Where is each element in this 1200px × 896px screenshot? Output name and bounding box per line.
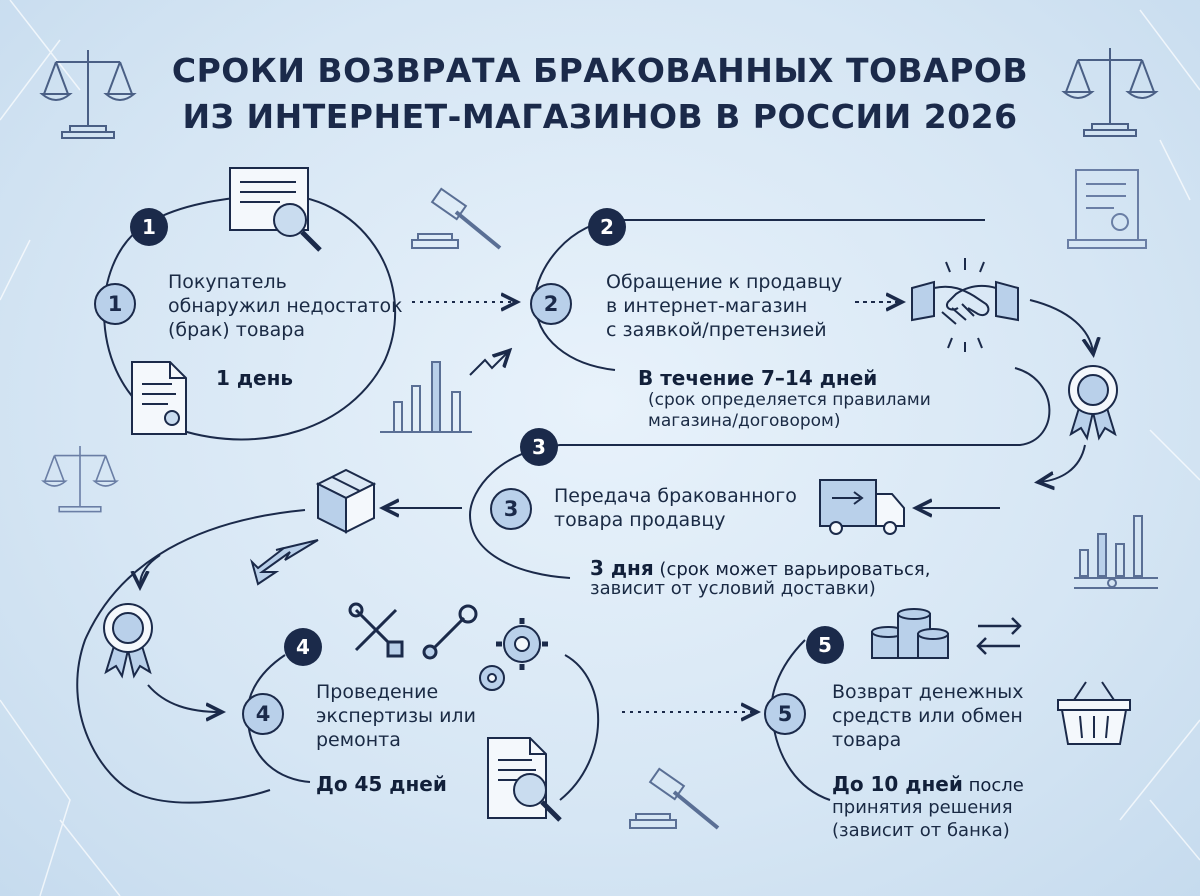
certificate-icon <box>1067 169 1147 249</box>
award-icon <box>103 603 153 679</box>
handshake-icon <box>911 258 1019 352</box>
step-2-duration-value: В течение 7–14 дней <box>638 366 878 390</box>
gears-icon <box>479 618 548 691</box>
step-1-text: Покупатель обнаружил недостаток (брак) т… <box>168 270 403 342</box>
step-1-text-line: обнаружил недостаток <box>168 295 403 317</box>
step-2-duration: В течение 7–14 дней <box>638 366 877 390</box>
title-line-1: СРОКИ ВОЗВРАТА БРАКОВАННЫХ ТОВАРОВ <box>171 51 1029 90</box>
step-3-note: зависит от условий доставки) <box>590 578 876 599</box>
gavel-icon <box>411 187 502 250</box>
arrow-handshake-down <box>1029 299 1093 352</box>
bar-chart-icon <box>1074 515 1158 589</box>
step-3-number: 3 <box>490 488 532 530</box>
step-4-number: 4 <box>242 693 284 735</box>
bar-chart-icon <box>380 361 472 433</box>
step-4-text-line: экспертизы или <box>316 705 476 727</box>
step-5-duration-rest: после <box>962 775 1024 796</box>
step-5-text: Возврат денежных средств или обмен товар… <box>832 680 1024 752</box>
step-2-note-line: магазина/договором) <box>648 411 841 431</box>
step-4-text: Проведение экспертизы или ремонта <box>316 680 476 752</box>
tools-icon <box>348 602 404 658</box>
step-2-to-3-curve <box>468 367 1051 579</box>
arrows <box>140 300 1093 712</box>
step-4-right-curve <box>559 654 600 801</box>
step-3-note-line: зависит от условий доставки) <box>590 578 876 599</box>
step-2-text-line: с заявкой/претензией <box>606 319 827 341</box>
step-2-text-line: Обращение к продавцу <box>606 271 843 293</box>
document-icon <box>131 361 187 435</box>
step-1-number: 1 <box>94 283 136 325</box>
box-icon <box>315 468 377 534</box>
step-5-number: 5 <box>764 693 806 735</box>
step-3-duration: 3 дня (срок может варьироваться, <box>590 556 930 582</box>
step-3-duration-rest: (срок может варьироваться, <box>653 559 931 580</box>
step-1-text-line: Покупатель <box>168 271 287 293</box>
arrow-award-down <box>1040 444 1086 482</box>
step-2-note: (срок определяется правилами магазина/до… <box>648 390 931 432</box>
truck-icon <box>819 479 905 535</box>
title-line-2: ИЗ ИНТЕРНЕТ-МАГАЗИНОВ В РОССИИ 2026 <box>182 97 1018 136</box>
award-icon <box>1068 365 1118 441</box>
coins-icon <box>871 608 949 659</box>
step-3-duration-value: 3 дня <box>590 556 654 580</box>
step-1-duration-value: 1 день <box>216 366 294 390</box>
step-4-badge: 4 <box>284 628 322 666</box>
descending-arrow-icon <box>250 539 319 586</box>
left-loop-curve <box>76 509 306 804</box>
basket-icon <box>1057 681 1131 745</box>
step-2-badge: 2 <box>588 208 626 246</box>
step-3-text-line: Передача бракованного <box>554 485 797 507</box>
scales-icon <box>41 445 119 513</box>
scales-icon <box>1061 48 1159 137</box>
exchange-icon <box>976 617 1022 655</box>
step-5-duration: До 10 дней после <box>832 772 1024 798</box>
step-5-note: принятия решения (зависит от банка) <box>832 796 1013 842</box>
step-5-note-line: принятия решения <box>832 797 1013 818</box>
step-5-duration-value: До 10 дней <box>832 772 963 796</box>
step-3-badge: 3 <box>520 428 558 466</box>
step-4-text-line: Проведение <box>316 681 439 703</box>
step-3-text: Передача бракованного товара продавцу <box>554 484 797 532</box>
step-5-text-line: товара <box>832 729 902 751</box>
scales-icon <box>39 50 137 139</box>
step-2-text: Обращение к продавцу в интернет-магазин … <box>606 270 842 342</box>
step-1-duration: 1 день <box>216 366 293 390</box>
step-5-text-line: средств или обмен <box>832 705 1023 727</box>
step-2-number: 2 <box>530 283 572 325</box>
page-title: СРОКИ ВОЗВРАТА БРАКОВАННЫХ ТОВАРОВ ИЗ ИН… <box>0 48 1200 140</box>
step-4-duration-value: До 45 дней <box>316 772 447 796</box>
step-5-text-line: Возврат денежных <box>832 681 1024 703</box>
step-1-badge: 1 <box>130 208 168 246</box>
step-3-text-line: товара продавцу <box>554 509 726 531</box>
arrow-chart-up <box>469 352 508 376</box>
wrench-icon <box>422 604 478 660</box>
gavel-icon <box>629 767 720 830</box>
step-4-text-line: ремонта <box>316 729 401 751</box>
step-2-text-line: в интернет-магазин <box>606 295 808 317</box>
document-search-icon <box>229 167 322 252</box>
arrow-box-down <box>140 554 161 585</box>
arrow-to-step4 <box>147 684 220 712</box>
step-5-note-line: (зависит от банка) <box>832 820 1010 841</box>
step-1-text-line: (брак) товара <box>168 319 305 341</box>
document-search-icon <box>487 737 562 822</box>
step-4-duration: До 45 дней <box>316 772 447 796</box>
step-5-badge: 5 <box>806 626 844 664</box>
step-2-note-line: (срок определяется правилами <box>648 390 931 410</box>
